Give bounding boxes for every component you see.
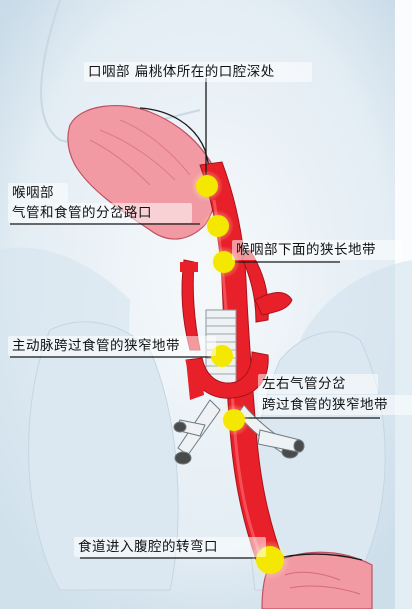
label-bronchi-crossing: 跨过食管的狭窄地带	[262, 396, 388, 414]
carotid-cap	[180, 262, 198, 272]
label-lower-laryngopharynx: 喉咽部下面的狭长地带	[236, 241, 376, 259]
label-bronchi-split: 左右气管分岔	[262, 375, 346, 393]
label-bifurcation: 气管和食管的分岔路口	[12, 204, 152, 222]
label-oral-cavity: 口咽部 扁桃体所在的口腔深处	[88, 63, 275, 81]
label-aortic-crossing: 主动脉跨过食管的狭窄地带	[12, 337, 180, 355]
label-esophagus-entry: 食道进入腹腔的转弯口	[78, 538, 218, 556]
label-laryngopharynx-title: 喉咽部	[12, 184, 54, 202]
